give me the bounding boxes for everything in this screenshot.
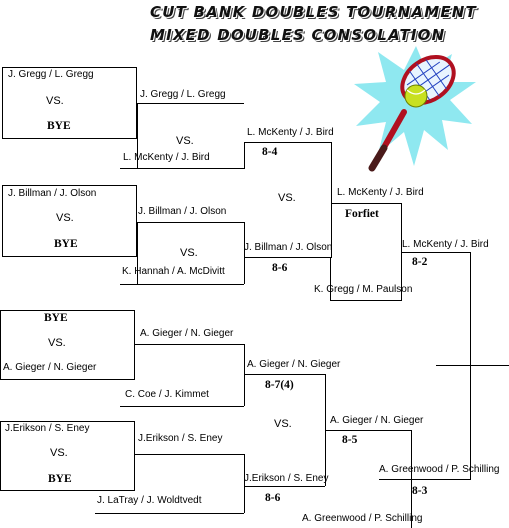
- title-line-2: MIXED DOUBLES CONSOLATION: [150, 26, 446, 44]
- r3-winner-1: L. McKenty / J. Bird: [337, 187, 424, 198]
- r1-line-8: [95, 513, 244, 514]
- r1-vs-1: VS.: [176, 135, 194, 147]
- r1-line-3: [137, 222, 244, 223]
- r2-vs-2: VS.: [274, 418, 292, 430]
- r1-connector-2: [137, 222, 138, 284]
- r1-opponent-3: C. Coe / J. Kimmet: [125, 389, 209, 400]
- r2-connector-bottom-2: [244, 454, 245, 513]
- r3-connector-1: [401, 203, 402, 300]
- r4-winner-1: L. McKenty / J. Bird: [402, 239, 489, 250]
- r1-winner-2: J. Billman / J. Olson: [138, 206, 227, 217]
- r2-line-4: [244, 486, 325, 487]
- box1-top-team: J. Gregg / L. Gregg: [8, 69, 94, 80]
- r3-connector-1b: [330, 257, 331, 300]
- r1-opponent-4: J. LaTray / J. Woldtvedt: [97, 495, 202, 506]
- r1-winner-3: A. Gieger / N. Gieger: [140, 328, 234, 339]
- box3-bottom-team: A. Gieger / N. Gieger: [3, 362, 97, 373]
- r1-line-1: [137, 103, 244, 104]
- box1-vs: VS.: [46, 95, 64, 107]
- box3-top-team: BYE: [44, 312, 68, 324]
- r2-line-3: [244, 374, 325, 375]
- box2-vs: VS.: [56, 212, 74, 224]
- match-box-4: [0, 421, 135, 491]
- r2-score-1: 8-4: [262, 146, 278, 158]
- r2-line-2: [244, 257, 332, 258]
- r1-winner-1: J. Gregg / L. Gregg: [140, 89, 226, 100]
- r2-winner-4: J.Erikson / S. Eney: [244, 473, 329, 484]
- r1-line-6: [120, 406, 244, 407]
- r3-score-1: Forfiet: [345, 208, 379, 220]
- r2-vs-1: VS.: [278, 192, 296, 204]
- r3-line-3: [325, 430, 411, 431]
- box1-bottom-team: BYE: [47, 120, 71, 132]
- r3-opponent-1: K. Gregg / M. Paulson: [314, 284, 413, 295]
- r2-score-2: 8-6: [272, 262, 288, 274]
- r1-winner-4: J.Erikson / S. Eney: [138, 433, 223, 444]
- box2-top-team: J. Billman / J. Olson: [8, 188, 97, 199]
- r2-line-1: [244, 142, 331, 143]
- r1-opponent-2: K. Hannah / A. McDivitt: [122, 266, 225, 277]
- r1-line-4: [120, 284, 244, 285]
- r2-connector-1: [331, 142, 332, 257]
- box3-vs: VS.: [48, 337, 66, 349]
- tennis-racket-ball-icon: [354, 46, 476, 172]
- r1-line-5: [135, 344, 244, 345]
- r3-score-2: 8-5: [342, 434, 358, 446]
- r2-score-3: 8-7(4): [265, 379, 294, 391]
- r3-line-2: [330, 300, 402, 301]
- box4-vs: VS.: [50, 447, 68, 459]
- match-box-2: [2, 185, 137, 257]
- r1-vs-2: VS.: [180, 247, 198, 259]
- r1-connector-1: [137, 103, 138, 168]
- r1-line-7: [135, 454, 244, 455]
- match-box-1: [2, 67, 137, 139]
- final-line: [436, 365, 509, 366]
- r4-score-2: 8-3: [412, 485, 428, 497]
- r2-winner-2: J. Billman / J. Olson: [244, 242, 333, 253]
- r2-connector-top-1: [244, 142, 245, 169]
- r3-winner-2: A. Gieger / N. Gieger: [330, 415, 424, 426]
- r4-line-2: [379, 479, 471, 480]
- box4-bottom-team: BYE: [48, 473, 72, 485]
- r1-opponent-1: L. McKenty / J. Bird: [123, 152, 210, 163]
- box2-bottom-team: BYE: [54, 238, 78, 250]
- r4-line-1: [401, 252, 471, 253]
- r2-score-4: 8-6: [265, 492, 281, 504]
- r1-line-2: [120, 168, 244, 169]
- r3-line-1: [331, 203, 402, 204]
- r3-opponent-2: A. Greenwood / P. Schilling: [302, 513, 423, 524]
- r4-winner-2: A. Greenwood / P. Schilling: [379, 464, 500, 475]
- r2-connector-bottom-1: [244, 222, 245, 284]
- box4-top-team: J.Erikson / S. Eney: [5, 423, 90, 434]
- title-line-1: CUT BANK DOUBLES TOURNAMENT: [150, 3, 477, 21]
- r2-winner-1: L. McKenty / J. Bird: [247, 127, 334, 138]
- r4-score-1: 8-2: [412, 256, 428, 268]
- r2-connector-top-2: [244, 344, 245, 406]
- match-box-3: [0, 310, 135, 380]
- r2-winner-3: A. Gieger / N. Gieger: [247, 359, 341, 370]
